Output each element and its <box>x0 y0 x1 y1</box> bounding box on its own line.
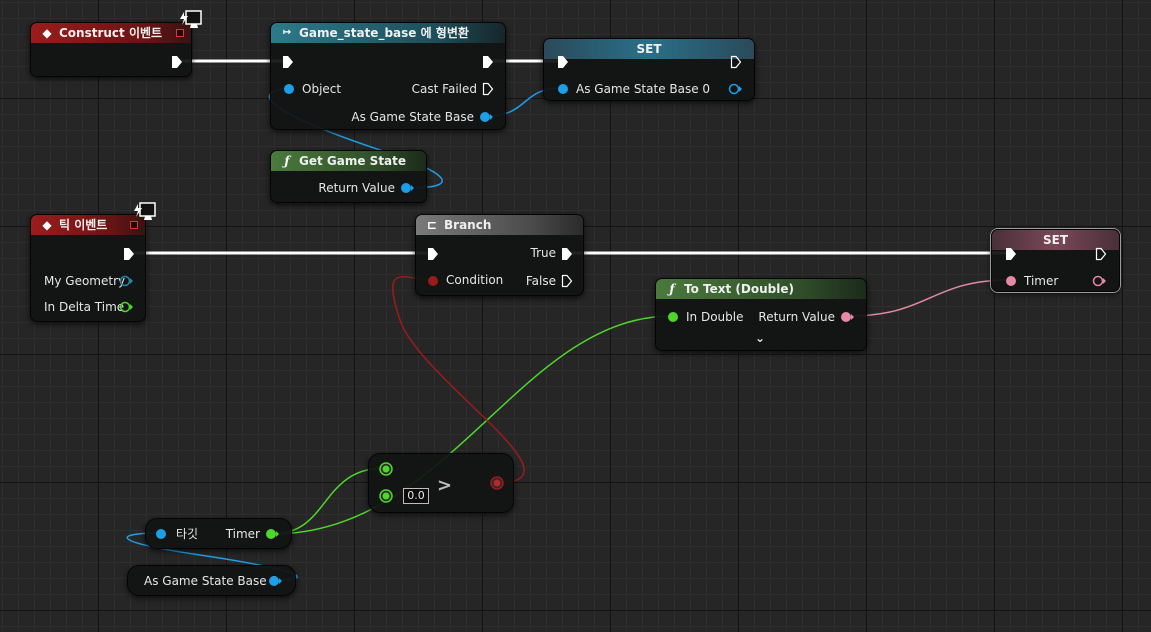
true-exec-out-pin[interactable] <box>561 247 573 261</box>
condition-in-pin[interactable] <box>427 276 439 286</box>
exec-in-pin[interactable] <box>282 55 294 69</box>
in-double-pin[interactable] <box>667 312 679 322</box>
cast-node[interactable]: ↦ Game_state_base 에 형변환 Object Cast Fail… <box>270 22 506 130</box>
expand-chevron-icon[interactable]: ⌄ <box>755 331 766 345</box>
construct-event-node[interactable]: ◆ Construct 이벤트 <box>30 22 192 77</box>
event-diamond-icon: ◆ <box>42 218 52 232</box>
set-timer-node[interactable]: SET Timer <box>991 229 1120 292</box>
as-game-state-base-pin-label: As Game State Base <box>351 110 474 124</box>
in-delta-time-pin-label: In Delta Time <box>44 300 125 314</box>
my-geometry-pin-label: My Geometry <box>44 274 126 288</box>
object-out-pin[interactable] <box>728 83 744 95</box>
timer-pin-label: Timer <box>1024 274 1059 288</box>
event-diamond-icon: ◆ <box>42 26 52 40</box>
monitor-icon <box>180 10 202 28</box>
to-text-title: To Text (Double) <box>684 282 794 296</box>
my-geometry-out-pin[interactable] <box>119 275 135 287</box>
to-text-header[interactable]: ƒ To Text (Double) <box>656 279 866 299</box>
branch-icon: ⊏ <box>426 218 438 232</box>
exec-out-pin[interactable] <box>730 55 742 69</box>
exec-in-pin[interactable] <box>1005 247 1017 261</box>
branch-title: Branch <box>444 218 492 232</box>
as-game-state-base-0-pin-label: As Game State Base 0 <box>576 82 711 96</box>
get-game-state-header[interactable]: ƒ Get Game State <box>271 151 426 171</box>
set-header[interactable]: SET <box>992 230 1119 250</box>
event-replication-marker <box>130 221 138 229</box>
exec-out-pin[interactable] <box>123 247 135 261</box>
greater-operator-label: > <box>437 475 453 496</box>
return-value-out-pin[interactable] <box>401 183 415 193</box>
true-pin-label: True <box>530 246 557 260</box>
exec-out-pin[interactable] <box>482 55 494 69</box>
timer-getter-node[interactable]: 타깃 Timer <box>145 518 292 549</box>
condition-pin-label: Condition <box>446 273 504 287</box>
return-value-pin-label: Return Value <box>758 310 835 324</box>
variable-label: As Game State Base 0 <box>144 574 279 588</box>
timer-pin-label: Timer <box>225 527 260 541</box>
result-out-pin[interactable] <box>490 476 504 490</box>
text-wire-totext-set[interactable] <box>847 279 1011 317</box>
construct-event-header[interactable]: ◆ Construct 이벤트 <box>31 23 191 43</box>
target-in-pin[interactable] <box>155 529 167 539</box>
return-value-pin-label: Return Value <box>318 181 395 195</box>
object-pin-label: Object <box>302 82 342 96</box>
timer-in-pin[interactable] <box>1005 276 1017 286</box>
in-double-pin-label: In Double <box>686 310 744 324</box>
timer-out-pin[interactable] <box>266 529 280 539</box>
as-game-state-base-var-node[interactable]: As Game State Base 0 <box>127 565 296 596</box>
get-game-state-node[interactable]: ƒ Get Game State Return Value <box>270 150 427 203</box>
as-game-state-base-out-pin[interactable] <box>480 112 494 122</box>
construct-event-title: Construct 이벤트 <box>59 26 163 40</box>
event-replication-marker <box>176 29 184 37</box>
in-delta-time-out-pin[interactable] <box>119 301 135 313</box>
exec-in-pin[interactable] <box>427 247 439 261</box>
tick-event-header[interactable]: ◆ 틱 이벤트 <box>31 215 145 235</box>
object-in-pin[interactable] <box>283 84 295 94</box>
cast-failed-pin-label: Cast Failed <box>411 82 477 96</box>
get-game-state-title: Get Game State <box>299 154 407 168</box>
object-wire-var-target[interactable] <box>126 532 298 581</box>
a-in-pin[interactable] <box>379 462 393 476</box>
variable-out-pin[interactable] <box>269 576 283 586</box>
set-game-state-node[interactable]: SET As Game State Base 0 <box>543 38 755 101</box>
object-in-pin[interactable] <box>557 84 569 94</box>
set-header[interactable]: SET <box>544 39 754 59</box>
timer-out-pin[interactable] <box>1092 275 1108 287</box>
b-in-pin[interactable] <box>379 489 393 503</box>
function-icon: ƒ <box>284 154 290 168</box>
cast-arrow-icon: ↦ <box>282 27 292 38</box>
false-pin-label: False <box>525 274 556 288</box>
cast-header[interactable]: ↦ Game_state_base 에 형변환 <box>271 23 505 43</box>
exec-out-pin[interactable] <box>171 55 183 69</box>
target-pin-label: 타깃 <box>176 527 199 541</box>
return-value-out-pin[interactable] <box>841 312 855 322</box>
cast-title: Game_state_base 에 형변환 <box>299 26 469 40</box>
false-exec-out-pin[interactable] <box>561 274 573 288</box>
set-title: SET <box>1042 233 1069 247</box>
exec-in-pin[interactable] <box>557 55 569 69</box>
branch-header[interactable]: ⊏ Branch <box>416 215 583 235</box>
greater-than-node[interactable]: 0.0 > <box>368 453 514 513</box>
tick-event-title: 틱 이벤트 <box>59 218 108 232</box>
bool-wire-greater-condition[interactable] <box>392 276 525 484</box>
b-literal-field[interactable]: 0.0 <box>403 488 429 504</box>
cast-failed-exec-pin[interactable] <box>482 82 494 96</box>
set-title: SET <box>636 42 662 56</box>
tick-event-node[interactable]: ◆ 틱 이벤트 My Geometry In Delta Time <box>30 214 146 322</box>
monitor-icon <box>134 202 156 220</box>
branch-node[interactable]: ⊏ Branch True Condition False <box>415 214 584 296</box>
function-icon: ƒ <box>669 282 675 296</box>
float-wire-timer-totext[interactable] <box>271 315 673 535</box>
to-text-node[interactable]: ƒ To Text (Double) In Double Return Valu… <box>655 278 867 351</box>
exec-out-pin[interactable] <box>1095 247 1107 261</box>
